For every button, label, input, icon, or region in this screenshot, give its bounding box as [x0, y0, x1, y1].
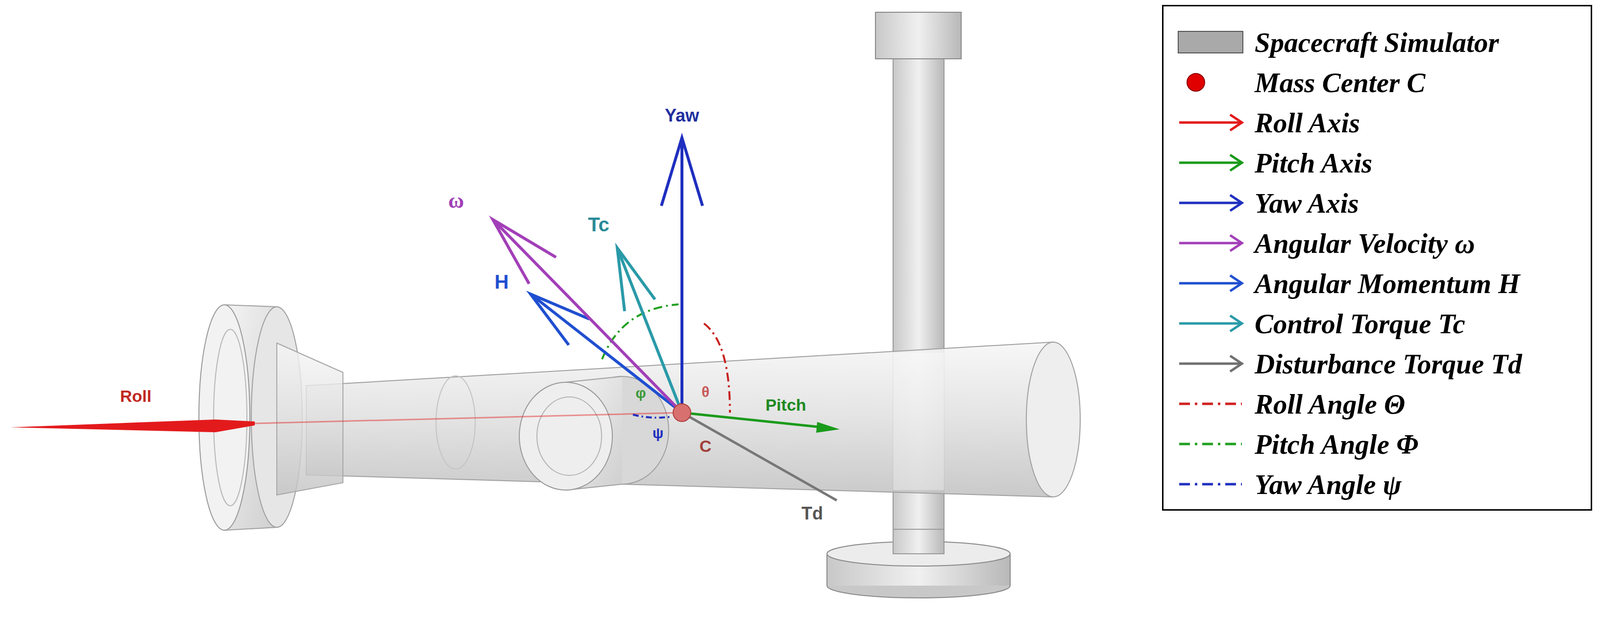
yaw-axis-label: Yaw [664, 106, 700, 125]
legend-row: Angular Momentum H [1163, 263, 1591, 304]
flange-edge [565, 376, 623, 383]
roll-axis-label: Roll [120, 387, 152, 405]
legend-row: Roll Axis [1163, 102, 1591, 143]
legend-arrowhead [1230, 114, 1242, 131]
legend-sample [1176, 147, 1245, 178]
base-edge [826, 553, 828, 586]
mass-center-dot [673, 403, 691, 422]
roll-axis-inner [254, 412, 682, 424]
legend-sample [1176, 388, 1245, 419]
legend-arrow-line [1179, 242, 1241, 245]
legend-sample [1176, 308, 1245, 339]
legend-dash-line [1179, 442, 1242, 446]
legend-row: Spacecraft Simulator [1163, 22, 1591, 63]
end-disk-face [198, 304, 250, 531]
legend-box: Spacecraft SimulatorMass Center C Roll Ax… [1162, 4, 1593, 511]
legend-row: Mass Center C [1163, 62, 1591, 103]
legend-arrowhead [1230, 315, 1242, 332]
legend-arrow-line [1179, 322, 1241, 325]
angular-momentum-arrowhead [530, 293, 590, 345]
end-disk-ring [213, 329, 247, 506]
legend-sample [1176, 27, 1245, 57]
yaw-angle-label: ψ [652, 425, 664, 441]
pitch-axis [681, 412, 819, 427]
roll-angle-label: θ [701, 384, 710, 400]
legend-text: Control Torque Tc [1254, 309, 1466, 338]
disturbance-torque-vector [681, 412, 837, 501]
legend-sample [1176, 268, 1245, 298]
pitch-axis-label: Pitch [765, 396, 806, 413]
legend-text: Yaw Angle ψ [1254, 470, 1402, 499]
legend-sample [1176, 469, 1245, 499]
legend-row: Angular Velocity ω [1163, 222, 1591, 264]
legend-arrow-line [1179, 201, 1241, 205]
legend-sample [1176, 67, 1245, 97]
flange-face [519, 382, 613, 490]
pitch-angle-label: φ [635, 385, 646, 401]
flange-ring [536, 396, 602, 476]
legend-row: Roll Angle Θ [1163, 383, 1591, 424]
legend-row: Control Torque Tc [1163, 303, 1591, 344]
legend-text: Disturbance Torque Td [1254, 349, 1523, 378]
legend-sample [1176, 188, 1245, 218]
legend-arrowhead [1230, 194, 1242, 211]
legend-row: Pitch Axis [1163, 142, 1591, 183]
legend-arrowhead [1230, 154, 1242, 171]
pitch-angle-arc [602, 304, 679, 360]
yaw-arrowhead [661, 137, 703, 206]
legend-text: Angular Momentum H [1254, 269, 1521, 298]
legend-arrowhead [1230, 275, 1242, 291]
legend-text: Spacecraft Simulator [1254, 28, 1500, 57]
disturbance-torque-label: Td [801, 504, 824, 523]
legend-text: Mass Center C [1254, 68, 1426, 97]
legend-sample [1176, 228, 1245, 258]
legend-sample [1176, 348, 1245, 379]
legend-arrowhead [1230, 235, 1242, 251]
legend-text: Roll Angle Θ [1254, 389, 1406, 418]
angular-velocity-label: ω [448, 190, 464, 212]
legend-row: Disturbance Torque Td [1163, 343, 1591, 384]
angular-momentum-vector [530, 293, 682, 413]
legend-text: Roll Axis [1254, 108, 1360, 137]
legend-arrowhead [1230, 355, 1242, 372]
legend-text: Pitch Axis [1254, 148, 1373, 177]
tube-end [1026, 341, 1081, 497]
legend-arrow-line [1179, 362, 1241, 365]
legend-dot [1187, 73, 1205, 92]
yaw-angle-arc [632, 414, 673, 418]
yaw-axis [680, 137, 684, 413]
legend-text: Yaw Axis [1254, 189, 1359, 218]
legend-dash-line [1179, 402, 1242, 406]
base-edge [1009, 553, 1011, 586]
legend-row: Yaw Axis [1163, 182, 1591, 223]
legend-sample [1176, 429, 1245, 459]
angular-velocity-vector [492, 219, 682, 413]
legend-arrow-line [1179, 282, 1241, 285]
legend-sample [1176, 107, 1245, 138]
pole-through-tube [893, 352, 945, 490]
mass-center-label: C [699, 437, 712, 455]
inner-ring [436, 375, 476, 469]
legend-arrow-line [1179, 121, 1241, 124]
legend-arrow-line [1179, 161, 1241, 165]
pole-cap [875, 12, 962, 59]
control-torque-arrowhead [617, 247, 655, 312]
end-cone [276, 342, 343, 495]
legend-row: Yaw Angle ψ [1163, 463, 1591, 505]
legend-text: Angular Velocity ω [1254, 229, 1476, 258]
legend-text: Pitch Angle Φ [1254, 430, 1419, 459]
support-pole [893, 53, 945, 557]
legend-swatch [1178, 31, 1243, 53]
pole-foot [893, 529, 945, 554]
legend-row: Pitch Angle Φ [1163, 423, 1591, 464]
control-torque-label: Tc [587, 214, 610, 235]
roll-axis [10, 419, 255, 433]
angular-momentum-label: H [494, 271, 510, 292]
legend-dash-line [1179, 483, 1242, 486]
pitch-arrowhead [816, 421, 840, 433]
